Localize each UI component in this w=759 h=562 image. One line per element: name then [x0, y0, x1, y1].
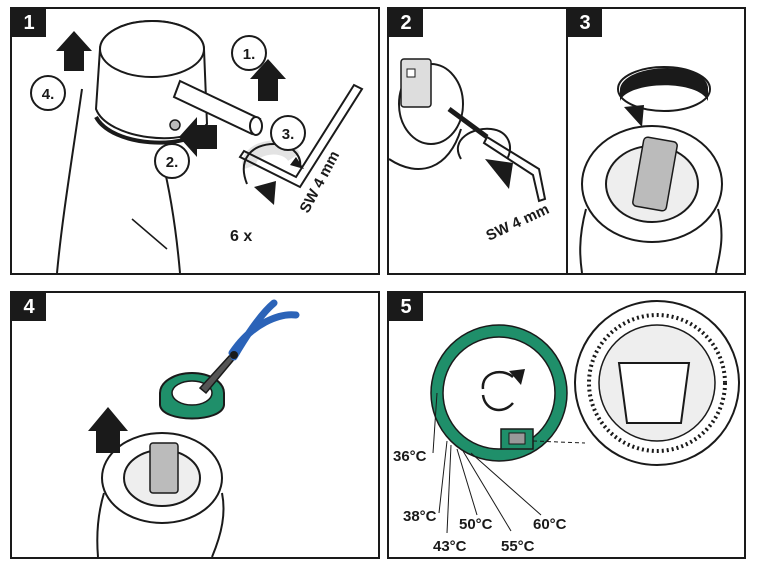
step-number: 4	[12, 293, 46, 321]
step-number: 5	[389, 293, 423, 321]
step-3-label: 3.	[282, 126, 295, 143]
panel-step-2: 2 SW 4 mm	[387, 7, 568, 275]
step-number: 1	[12, 9, 46, 37]
screw-count-label: 6 x	[230, 228, 252, 245]
remove-ring-illustration	[88, 299, 300, 557]
panel-step-1: 1 4. 1. 2. 3. 6 x SW 4	[10, 7, 380, 275]
temp-label-50: 50°C	[459, 516, 493, 533]
hex-key-size-label: SW 4 mm	[484, 201, 552, 245]
cartridge-screw-illustration: SW 4 mm	[389, 58, 552, 245]
panel-step-4: 4	[10, 291, 380, 559]
faucet-disassembly-illustration: 4. 1. 2. 3. 6 x SW 4 mm	[30, 20, 364, 273]
step-1-label: 1.	[243, 46, 256, 63]
temp-label-55: 55°C	[501, 538, 535, 555]
temperature-stop-illustration: 36°C 38°C 43°C 50°C 55°C 60°C	[393, 300, 740, 555]
temp-label-36: 36°C	[393, 448, 427, 465]
step-4-label: 4.	[42, 86, 55, 103]
panel-step-5: 5 36°C 38°C 43°C 50°C 55°C 60°C	[387, 291, 746, 559]
temp-label-43: 43°C	[433, 538, 467, 555]
panel-step-3: 3	[566, 7, 746, 275]
step-number: 2	[389, 9, 423, 37]
temp-label-60: 60°C	[533, 516, 567, 533]
step-number: 3	[568, 9, 602, 37]
temp-label-38: 38°C	[403, 508, 437, 525]
step-2-label: 2.	[166, 154, 179, 171]
remove-cap-illustration	[579, 66, 723, 273]
